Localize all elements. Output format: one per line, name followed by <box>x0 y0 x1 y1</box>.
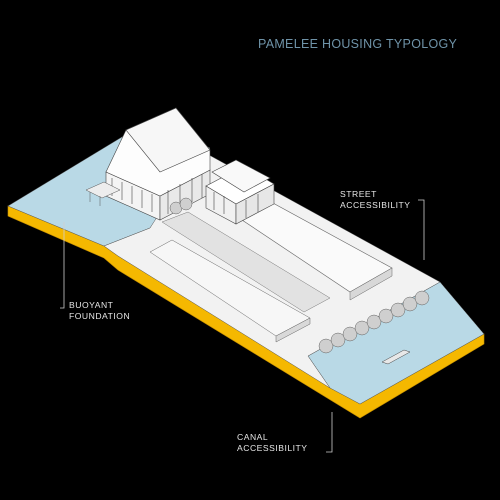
label-buoyant-foundation: BUOYANT FOUNDATION <box>69 300 131 321</box>
label-canal-accessibility: CANAL ACCESSIBILITY <box>237 432 308 453</box>
boat <box>381 349 411 365</box>
leader-street <box>418 199 425 260</box>
street-block-side <box>349 267 393 301</box>
house-small <box>205 159 275 225</box>
walkway-path <box>161 211 331 313</box>
label-street-accessibility: STREET ACCESSIBILITY <box>340 189 411 210</box>
diagram-title: PAMELEE HOUSING TYPOLOGY <box>258 37 458 51</box>
leader-buoyant <box>60 222 65 309</box>
leader-canal <box>326 412 333 453</box>
plinth-lower-side <box>275 317 311 343</box>
dock <box>85 181 121 206</box>
tree-row <box>169 197 430 354</box>
